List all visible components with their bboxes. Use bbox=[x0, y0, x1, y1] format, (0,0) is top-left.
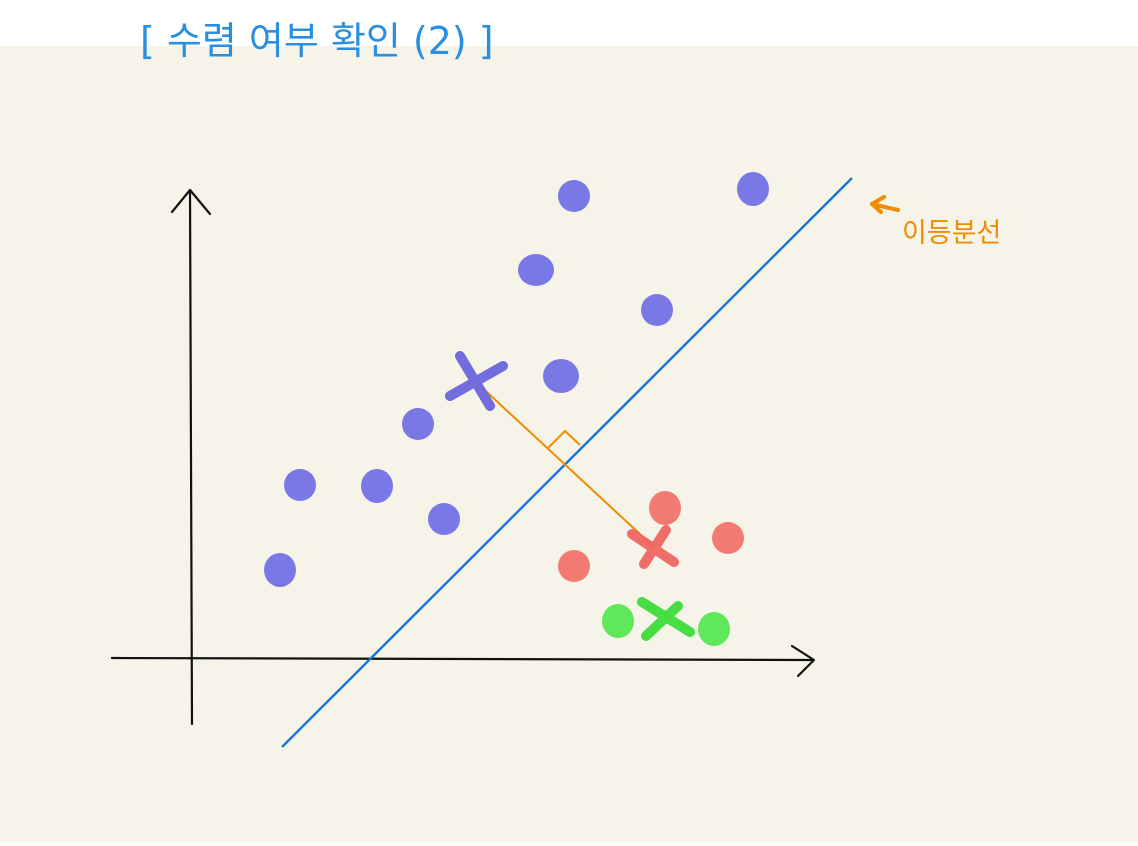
x-axis-arrowhead bbox=[790, 644, 816, 678]
blue-cluster bbox=[264, 172, 769, 587]
green-point bbox=[698, 612, 730, 646]
arrow-left-icon bbox=[870, 195, 900, 214]
green-point bbox=[602, 604, 634, 638]
red-point bbox=[558, 550, 590, 582]
blue-point bbox=[737, 172, 769, 206]
blue-point bbox=[641, 294, 673, 326]
x-axis bbox=[110, 656, 814, 662]
bisector-label: 이등분선 bbox=[902, 218, 1001, 249]
centroid-stroke bbox=[445, 361, 508, 401]
connector-line bbox=[475, 381, 656, 549]
blue-point bbox=[428, 503, 460, 535]
blue-point bbox=[402, 408, 434, 440]
blue-centroid-x-mark-icon bbox=[445, 351, 508, 411]
blue-point bbox=[361, 469, 393, 503]
red-point bbox=[649, 491, 681, 525]
blue-point bbox=[284, 469, 316, 501]
y-axis bbox=[188, 188, 194, 726]
centroid-stroke bbox=[641, 601, 683, 641]
red-point bbox=[712, 522, 744, 554]
blue-point bbox=[518, 254, 554, 286]
red-cluster bbox=[558, 491, 744, 582]
slide-title: [ 수렴 여부 확인 (2) ] bbox=[140, 19, 494, 63]
bisector-line bbox=[281, 177, 853, 748]
blue-point bbox=[558, 180, 590, 212]
background-panel bbox=[0, 46, 1138, 842]
blue-point bbox=[543, 359, 579, 393]
centroid-connector bbox=[475, 381, 656, 549]
green-cluster bbox=[602, 604, 730, 646]
green-centroid-x-mark-icon bbox=[637, 597, 695, 641]
axes bbox=[110, 188, 816, 726]
red-centroid-x-mark-icon bbox=[627, 525, 679, 569]
y-axis-arrowhead bbox=[170, 188, 212, 216]
right-angle-marker bbox=[547, 429, 581, 449]
blue-point bbox=[264, 553, 296, 587]
centroid-stroke bbox=[639, 525, 671, 569]
